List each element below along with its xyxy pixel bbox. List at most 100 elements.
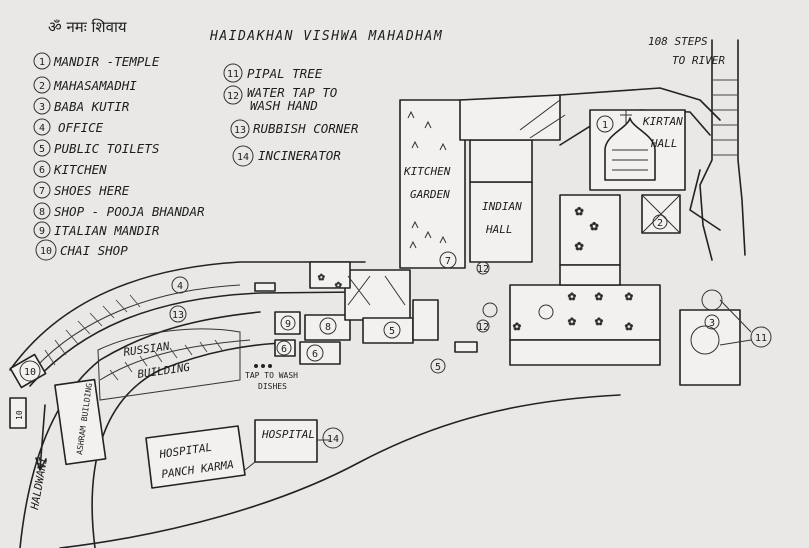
marker-12b: 12: [476, 319, 490, 333]
buildings-east: [509, 194, 741, 386]
svg-text:✿: ✿: [625, 289, 633, 304]
svg-text:INCINERATOR: INCINERATOR: [258, 148, 341, 163]
marker-9: 9: [280, 315, 296, 331]
marker-6a: 6: [276, 340, 292, 356]
legend-item-5: 5 PUBLIC TOILETS: [33, 139, 159, 157]
marker-14: 14: [322, 427, 344, 449]
russian-building-label-1: RUSSIAN: [123, 340, 171, 359]
svg-text:RUBBISH CORNER: RUBBISH CORNER: [253, 121, 359, 136]
svg-text:10: 10: [24, 367, 36, 378]
marker-5b: 5: [430, 358, 446, 374]
svg-text:OFFICE: OFFICE: [58, 120, 104, 135]
legend-item-13: 13 RUBBISH CORNER: [230, 119, 359, 139]
svg-text:1: 1: [602, 120, 608, 131]
indian-hall: [469, 139, 533, 263]
tap-wash-dishes: [254, 364, 272, 368]
marker-11: 11: [750, 326, 772, 348]
svg-text:✿: ✿: [595, 289, 603, 304]
svg-text:12: 12: [477, 322, 489, 333]
svg-text:✿: ✿: [513, 319, 521, 334]
trees: [482, 289, 723, 355]
legend-item-8: 8 SHOP - POOJA BHANDAR: [33, 202, 205, 220]
invocation: ॐ नमः शिवाय: [48, 18, 127, 36]
svg-text:✿: ✿: [568, 289, 576, 304]
svg-text:5: 5: [389, 326, 395, 337]
kitchen-garden-label-1: KITCHEN: [403, 165, 451, 178]
svg-text:✿: ✿: [318, 270, 325, 283]
svg-text:✿: ✿: [575, 203, 584, 219]
svg-text:8: 8: [325, 322, 331, 333]
kirtan-hall-label-2: HALL: [650, 137, 678, 150]
legend: 1 MANDIR -TEMPLE 2 MAHASAMADHI 3 BABA KUTIR…: [33, 52, 359, 261]
marker-12a: 12: [476, 261, 490, 275]
road: [9, 261, 621, 548]
legend-item-2: 2 MAHASAMADHI: [33, 76, 137, 94]
svg-text:✿: ✿: [575, 238, 584, 254]
svg-text:2: 2: [657, 218, 663, 229]
legend-item-1: 1 MANDIR -TEMPLE: [33, 52, 160, 70]
russian-building-label-2: BUILDING: [137, 361, 192, 381]
marker-13: 13: [169, 305, 187, 323]
svg-text:6: 6: [39, 165, 45, 176]
steps-label: 108 STEPS: [648, 35, 708, 48]
svg-text:MANDIR -TEMPLE: MANDIR -TEMPLE: [53, 54, 160, 69]
svg-text:SHOP - POOJA BHANDAR: SHOP - POOJA BHANDAR: [54, 204, 205, 219]
marker-10: 10: [19, 360, 41, 382]
svg-text:BABA KUTIR: BABA KUTIR: [54, 99, 130, 114]
svg-text:PUBLIC TOILETS: PUBLIC TOILETS: [54, 141, 159, 156]
kitchen-garden-label-2: GARDEN: [410, 188, 450, 201]
map-markers: 1 2 3 4 5 6 6 7 8 9 10 11 12 12 13 14 5: [19, 115, 772, 449]
indian-hall-label-1: INDIAN: [482, 200, 522, 213]
tap-wash-dishes-label-1: TAP TO WASH: [245, 371, 298, 380]
svg-text:1: 1: [39, 57, 45, 68]
tap-wash-dishes-label-2: DISHES: [258, 382, 287, 391]
svg-text:13: 13: [172, 310, 184, 321]
steps-to-river: [689, 39, 746, 261]
map-title: HAIDAKHAN VISHWA MAHADHAM: [209, 29, 443, 44]
svg-text:13: 13: [234, 125, 246, 136]
svg-text:MAHASAMADHI: MAHASAMADHI: [53, 78, 137, 93]
legend-item-7: 7 SHOES HERE: [33, 181, 130, 199]
marker-1: 1: [596, 115, 614, 133]
svg-text:2: 2: [39, 81, 45, 92]
svg-text:12: 12: [227, 91, 239, 102]
river-label: TO RIVER: [672, 54, 725, 67]
svg-text:3: 3: [39, 102, 45, 113]
svg-text:11: 11: [755, 333, 767, 344]
hospital-label: HOSPITAL: [261, 428, 315, 441]
svg-text:5: 5: [39, 144, 45, 155]
svg-text:SHOES HERE: SHOES HERE: [54, 183, 130, 198]
svg-text:✿: ✿: [568, 314, 576, 329]
svg-text:8: 8: [39, 207, 45, 218]
svg-text:WATER TAP TO: WATER TAP TO: [247, 85, 338, 100]
svg-text:12: 12: [477, 264, 489, 275]
haldwani-arrow: [35, 404, 47, 471]
svg-text:✿: ✿: [590, 218, 599, 234]
svg-text:ITALIAN MANDIR: ITALIAN MANDIR: [54, 223, 160, 238]
svg-text:3: 3: [709, 318, 715, 329]
svg-text:10: 10: [15, 410, 24, 420]
svg-text:6: 6: [281, 344, 287, 355]
buildings-west: 10: [9, 282, 276, 466]
svg-text:4: 4: [39, 123, 45, 134]
marker-8: 8: [319, 317, 337, 335]
marker-2: 2: [652, 214, 668, 230]
svg-text:PIPAL TREE: PIPAL TREE: [247, 66, 323, 81]
svg-text:WASH HAND: WASH HAND: [250, 98, 318, 113]
buildings-central: [274, 261, 478, 365]
marker-7: 7: [439, 251, 457, 269]
hospitals: [145, 419, 330, 489]
svg-text:5: 5: [435, 362, 441, 373]
svg-text:6: 6: [312, 349, 318, 360]
svg-text:7: 7: [39, 186, 45, 197]
svg-text:CHAI SHOP: CHAI SHOP: [60, 243, 128, 258]
marker-5: 5: [383, 321, 401, 339]
kirtan-hall: [589, 109, 686, 191]
